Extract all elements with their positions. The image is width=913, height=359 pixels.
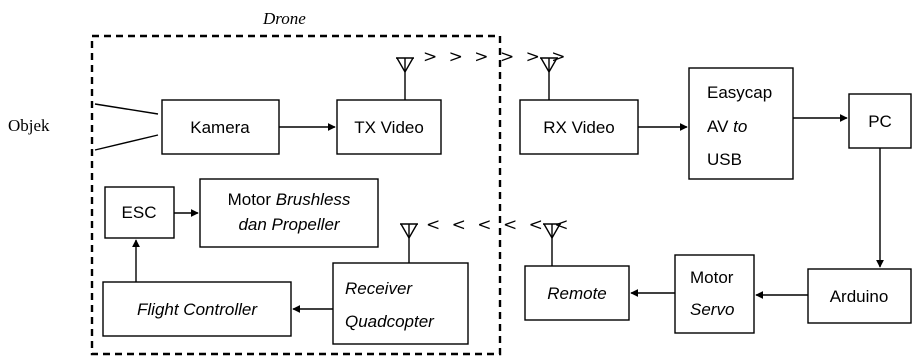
flight-controller-block: Flight Controller	[102, 281, 292, 337]
easycap-label-line3: USB	[707, 150, 742, 169]
drone-boundary	[90, 34, 502, 356]
antenna-icon-remote	[543, 223, 561, 266]
motor-servo-label-line2: Servo	[690, 300, 734, 319]
easycap-block: Easycap AV to USB	[688, 67, 794, 180]
antenna-icon-tx	[396, 57, 414, 100]
remote-block: Remote	[524, 265, 630, 321]
motor-brushless-label-line1: Motor Brushless	[228, 190, 351, 209]
tx-video-label: TX Video	[354, 118, 424, 137]
object-label: Objek	[8, 116, 50, 135]
easycap-label-line1: Easycap	[707, 83, 772, 102]
motor-servo-block: Motor Servo	[674, 254, 755, 334]
kamera-block: Kamera	[161, 99, 280, 155]
arduino-label: Arduino	[830, 287, 889, 306]
connection-arrows	[132, 114, 884, 313]
receiver-label-line1: Receiver	[345, 279, 413, 298]
receiver-block: Receiver Quadcopter	[332, 262, 469, 345]
drone-label: Drone	[262, 9, 306, 28]
motor-brushless-label-line2: dan Propeller	[238, 215, 340, 234]
easycap-label-line2: AV to	[707, 117, 747, 136]
rx-video-label: RX Video	[543, 118, 615, 137]
antenna-icon-rx	[540, 57, 558, 100]
pc-block: PC	[848, 93, 912, 149]
receiver-label-line2: Quadcopter	[345, 312, 435, 331]
camera-view-lines	[94, 103, 159, 151]
tx-video-block: TX Video	[336, 99, 442, 155]
remote-label: Remote	[547, 284, 607, 303]
control-wireless-link: < < < < < <	[426, 215, 571, 235]
motor-servo-label-line1: Motor	[690, 268, 734, 287]
antenna-icon-receiver	[400, 223, 418, 263]
esc-label: ESC	[122, 203, 157, 222]
esc-block: ESC	[104, 186, 175, 239]
motor-brushless-block: Motor Brushless dan Propeller	[199, 178, 379, 248]
kamera-label: Kamera	[190, 118, 250, 137]
arduino-block: Arduino	[807, 268, 912, 324]
flight-controller-label: Flight Controller	[137, 300, 258, 319]
rx-video-block: RX Video	[519, 99, 639, 155]
video-wireless-link: > > > > > >	[423, 47, 568, 67]
pc-label: PC	[868, 112, 892, 131]
